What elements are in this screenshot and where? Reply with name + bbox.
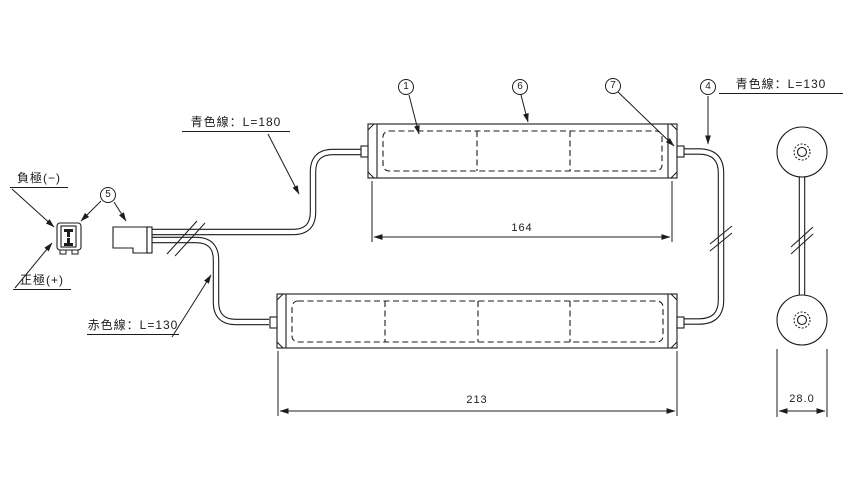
dimension-213 [277, 351, 678, 416]
connector-housing-side-view [112, 226, 153, 254]
negative-terminal [64, 229, 73, 237]
blue-wire-130 [683, 148, 725, 325]
terminal-nub-left [269, 316, 278, 329]
dimension-value-213: 213 [466, 394, 488, 406]
connector-front-view [56, 222, 82, 255]
callout-5: 5 [100, 187, 116, 203]
positive-electrode-label: 正極(+) [13, 274, 71, 290]
red-wire-130-label: 赤色線：L=130 [87, 319, 179, 335]
negative-electrode-label: 負極(−) [10, 172, 68, 188]
negative-leader [11, 188, 55, 228]
terminal-nub-right [676, 316, 685, 329]
callout-7: 7 [605, 78, 621, 94]
terminal-nub-left [360, 145, 369, 158]
blue-wire-130-label: 青色線：L=130 [719, 78, 843, 94]
callout-7-leader [617, 91, 675, 147]
callout-6-leader [520, 94, 529, 123]
callout-6: 6 [512, 79, 528, 95]
terminal-nub-right [676, 145, 685, 158]
callout-1-leader [408, 94, 420, 135]
blue-wire-180-label: 青色線：L=180 [182, 116, 290, 132]
side-view-end-circles [776, 126, 828, 346]
red-wire-130 [150, 236, 269, 326]
callout-5-leader-right [113, 201, 127, 222]
dimension-value-28: 28.0 [789, 393, 815, 405]
dimension-164 [371, 181, 673, 242]
battery-pack-top [360, 123, 685, 179]
dimension-value-164: 164 [511, 222, 533, 234]
positive-terminal [64, 238, 73, 246]
leader-lines [11, 91, 711, 338]
callout-1: 1 [398, 79, 414, 95]
callout-4: 4 [700, 79, 716, 95]
red-130-leader [171, 274, 212, 338]
blue-180-leader [267, 133, 300, 195]
callout-5-leader-left [80, 200, 102, 222]
battery-pack-bottom [269, 293, 685, 349]
positive-leader [14, 242, 53, 289]
dimension-28 [776, 349, 828, 417]
wire-break-marks [166, 220, 733, 257]
blue-wire-180 [150, 148, 362, 236]
